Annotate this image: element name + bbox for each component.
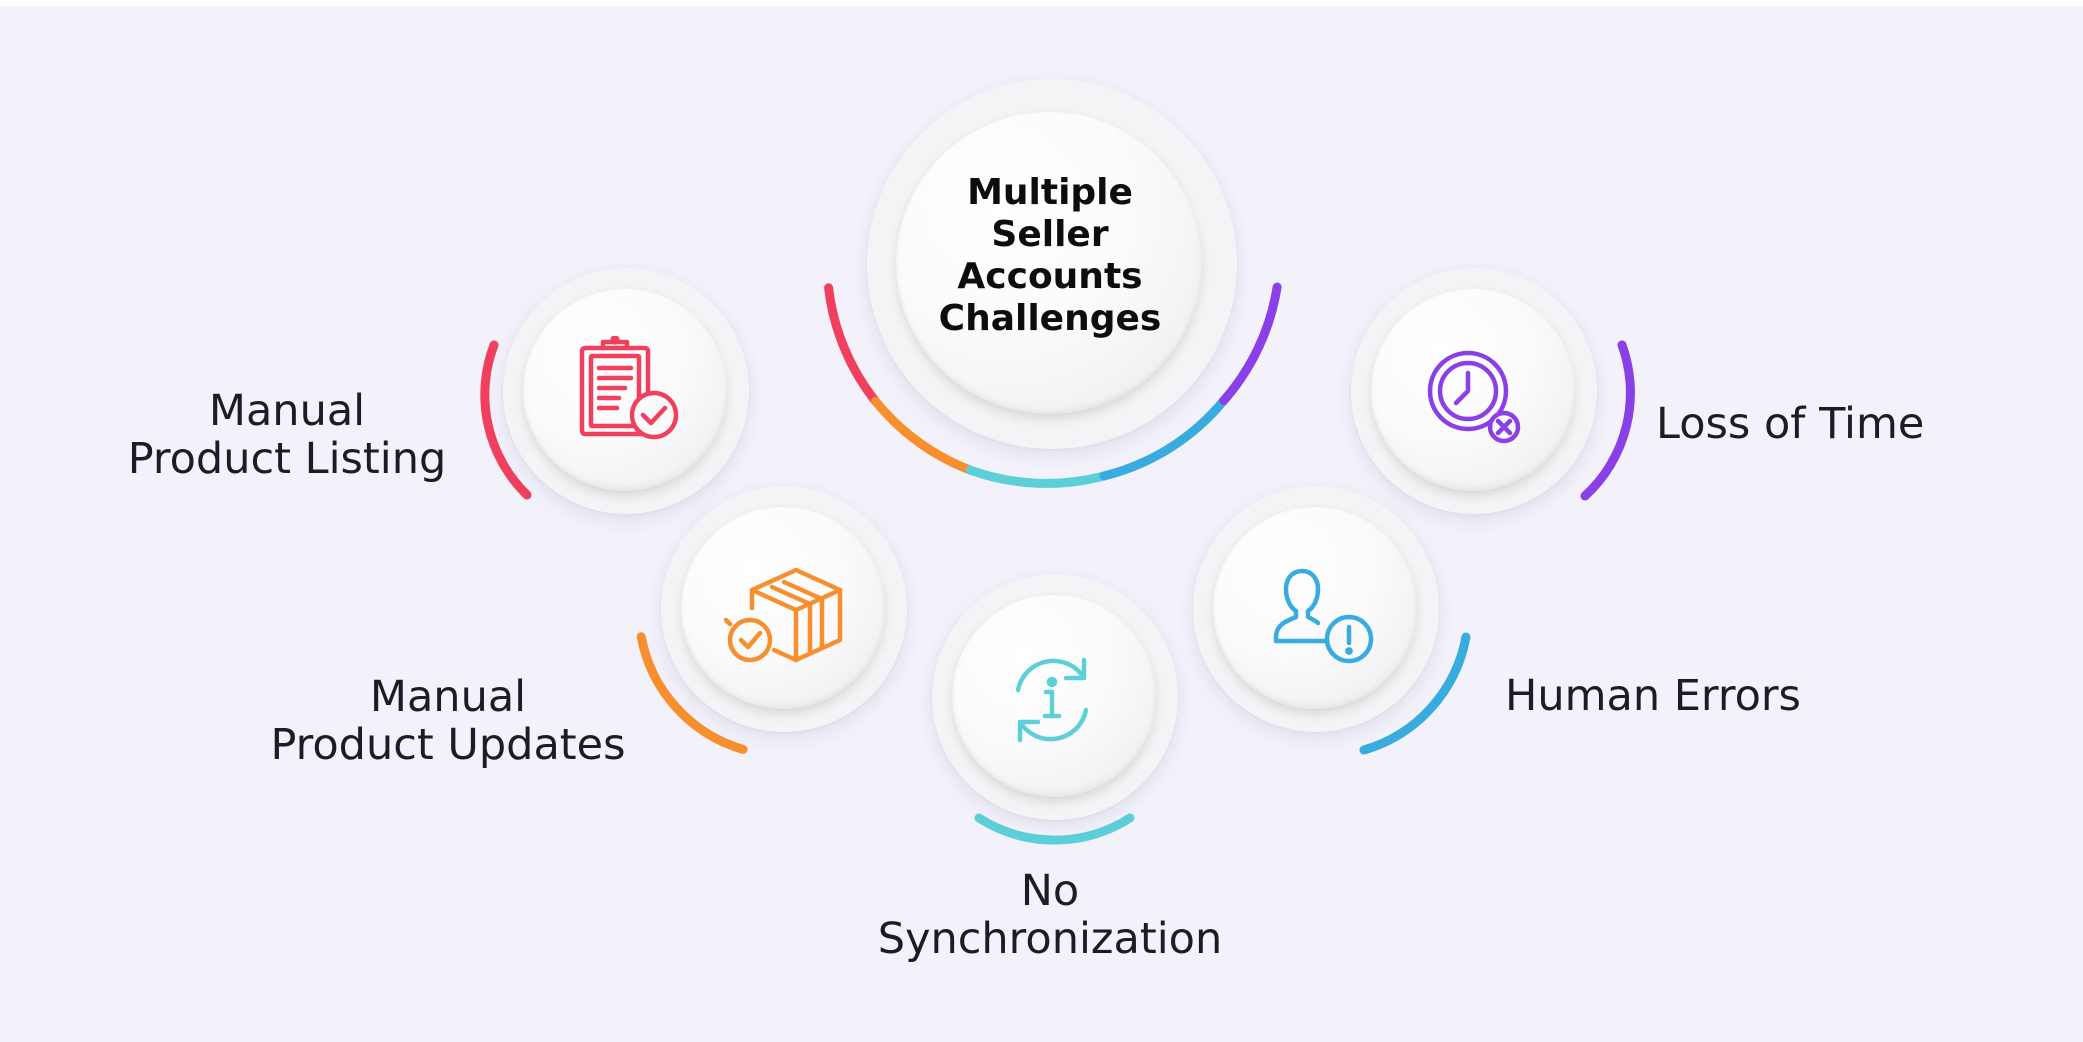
center-arc-teal xyxy=(965,465,1109,488)
label-manual-product-listing: Manual Product Listing xyxy=(122,387,452,483)
node-loss-of-time xyxy=(1371,289,1575,493)
center-arc-orange xyxy=(871,396,975,475)
center-title-line: Multiple xyxy=(967,172,1133,213)
center-circle xyxy=(896,112,1202,416)
center-arc-red xyxy=(824,283,880,406)
label-manual-product-updates: Manual Product Updates xyxy=(258,673,638,769)
label-line: Product Updates xyxy=(270,720,626,770)
clipboard-check-icon xyxy=(579,336,679,440)
clock-cancel-icon xyxy=(1427,350,1521,444)
center-title: Multiple Seller Accounts Challenges xyxy=(905,172,1195,340)
node-manual-product-updates xyxy=(681,507,885,711)
center-arc-blue xyxy=(1099,396,1229,481)
arc-loss-of-time xyxy=(1580,340,1635,501)
label-line: Manual xyxy=(208,386,366,436)
arc-manual-product-listing xyxy=(480,340,532,500)
label-line: Synchronization xyxy=(877,914,1223,964)
box-check-icon xyxy=(723,567,843,663)
label-human-errors: Human Errors xyxy=(1505,672,1801,720)
label-no-synchronization: No Synchronization xyxy=(865,867,1235,963)
arc-no-synchronization xyxy=(974,813,1135,845)
arc-human-errors xyxy=(1359,632,1471,755)
sync-info-icon xyxy=(1015,657,1089,743)
center-title-line: Challenges xyxy=(938,298,1162,339)
label-loss-of-time: Loss of Time xyxy=(1656,400,1924,448)
top-border xyxy=(0,0,2083,6)
label-line: Loss of Time xyxy=(1656,399,1925,449)
center-title-line: Seller xyxy=(991,214,1109,255)
label-line: No xyxy=(1020,866,1080,916)
user-alert-icon xyxy=(1273,568,1374,664)
label-line: Human Errors xyxy=(1505,671,1801,721)
arc-manual-product-updates xyxy=(636,632,748,754)
label-line: Product Listing xyxy=(127,434,447,484)
center-title-line: Accounts xyxy=(957,256,1143,297)
center-arc-purple xyxy=(1219,282,1282,405)
label-line: Manual xyxy=(369,672,527,722)
node-manual-product-listing xyxy=(523,289,727,493)
node-human-errors xyxy=(1213,507,1417,711)
